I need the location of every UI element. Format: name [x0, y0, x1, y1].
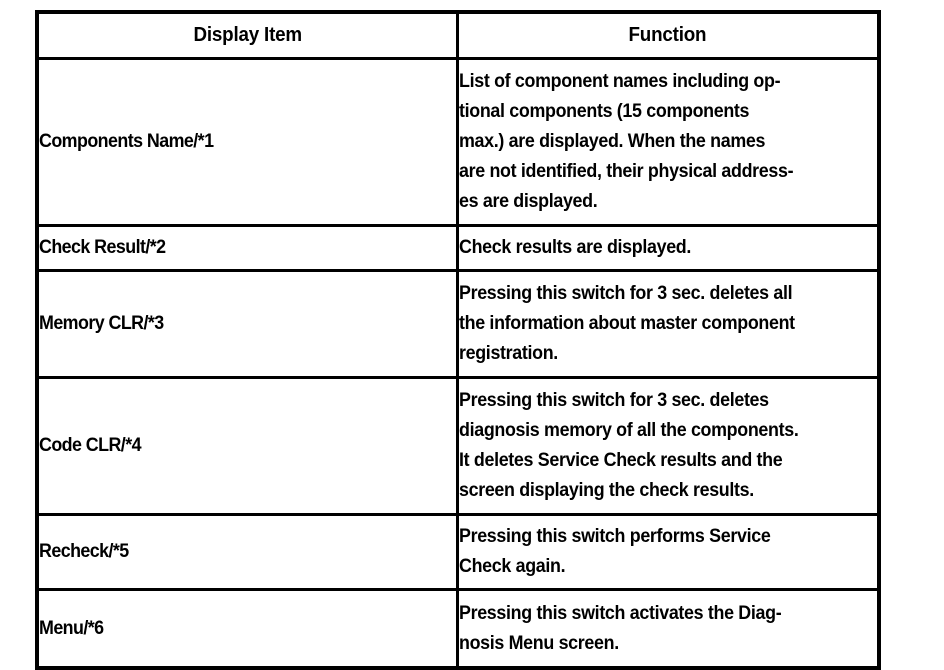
table-row: Components Name/*1 List of component nam…: [37, 58, 879, 227]
display-item-label: Components Name/*1: [39, 131, 214, 152]
display-item-label: Check Result/*2: [39, 237, 166, 258]
function-text-line: the information about master component: [458, 313, 795, 334]
table-row: Recheck/*5 Pressing this switch performs…: [37, 514, 879, 591]
function-text-line: are not identified, their physical addre…: [458, 161, 794, 182]
table-row: Memory CLR/*3 Pressing this switch for 3…: [37, 270, 879, 379]
table-row: Menu/*6 Pressing this switch activates t…: [37, 589, 879, 668]
function-text-line: It deletes Service Check results and the: [458, 450, 783, 471]
display-item-cell: Recheck/*5: [37, 514, 459, 591]
table-body: Components Name/*1 List of component nam…: [37, 58, 879, 668]
function-text-line: screen displaying the check results.: [458, 480, 754, 501]
function-text-line: es are displayed.: [458, 191, 598, 212]
column-header-display-item: Display Item: [37, 12, 459, 60]
display-item-label: Code CLR/*4: [39, 435, 142, 456]
function-text-line: tional components (15 components: [458, 101, 749, 122]
function-cell: Pressing this switch for 3 sec. deletes …: [457, 270, 879, 379]
function-text-line: diagnosis memory of all the components.: [458, 420, 799, 441]
function-cell: Pressing this switch activates the Diag-…: [457, 589, 879, 668]
table-row: Code CLR/*4 Pressing this switch for 3 s…: [37, 377, 879, 516]
display-item-cell: Memory CLR/*3: [37, 270, 459, 379]
function-text-line: registration.: [458, 343, 558, 364]
column-header-display-item-label: Display Item: [192, 24, 302, 46]
column-header-function-label: Function: [628, 24, 707, 46]
display-item-cell: Menu/*6: [37, 589, 459, 668]
display-item-cell: Components Name/*1: [37, 58, 459, 227]
function-cell: List of component names including op- ti…: [457, 58, 879, 227]
display-item-label: Menu/*6: [39, 617, 104, 639]
function-text-line: Check again.: [458, 556, 566, 577]
function-text-line: List of component names including op-: [458, 71, 781, 92]
function-cell: Check results are displayed.: [457, 225, 879, 272]
display-item-label: Recheck/*5: [39, 541, 129, 562]
table-header-row: Display Item Function: [37, 12, 879, 60]
function-text-line: Check results are displayed.: [458, 237, 691, 258]
column-header-function: Function: [457, 12, 879, 60]
function-text-line: Pressing this switch for 3 sec. deletes: [458, 390, 769, 411]
display-item-cell: Check Result/*2: [37, 225, 459, 272]
function-text-line: Pressing this switch performs Service: [458, 526, 771, 547]
function-text-line: max.) are displayed. When the names: [458, 131, 765, 152]
function-text-line: Pressing this switch for 3 sec. deletes …: [458, 283, 793, 304]
display-item-function-table: Display Item Function Components Name/*1…: [35, 10, 881, 670]
function-text-line: nosis Menu screen.: [458, 632, 619, 654]
function-text-line: Pressing this switch activates the Diag-: [458, 602, 782, 624]
function-cell: Pressing this switch for 3 sec. deletes …: [457, 377, 879, 516]
document-page: Display Item Function Components Name/*1…: [35, 10, 881, 670]
function-cell: Pressing this switch performs Service Ch…: [457, 514, 879, 591]
table-row: Check Result/*2 Check results are displa…: [37, 225, 879, 272]
display-item-label: Memory CLR/*3: [39, 313, 164, 334]
display-item-cell: Code CLR/*4: [37, 377, 459, 516]
